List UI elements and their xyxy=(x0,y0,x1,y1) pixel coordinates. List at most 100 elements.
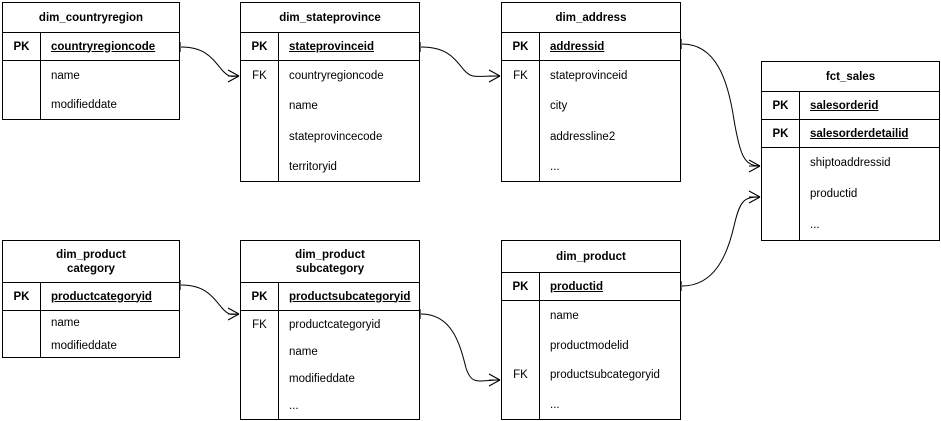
attribute-name: stateprovinceid xyxy=(289,40,374,53)
key-badge-empty xyxy=(3,61,40,91)
key-badge-empty xyxy=(241,338,278,365)
key-badge-empty xyxy=(502,331,539,361)
cardinality-many-marker xyxy=(227,69,240,83)
key-badge-empty xyxy=(3,335,40,359)
relationship-line xyxy=(420,46,501,77)
key-badge-empty xyxy=(502,91,539,121)
relationship-rel-product-fctsales[interactable] xyxy=(680,190,761,291)
entity-title: dim_countryregion xyxy=(3,3,179,33)
entity-title: dim_address xyxy=(502,3,680,33)
key-badge-pk: PK xyxy=(762,120,800,147)
relationship-rel-countryregion-stateprovince[interactable] xyxy=(179,42,240,83)
attribute-name: name xyxy=(51,316,80,329)
key-badge-empty xyxy=(762,209,799,240)
key-gutter xyxy=(762,148,800,240)
relationship-line xyxy=(681,43,761,167)
entity-title: dim_product subcategory xyxy=(241,241,419,283)
key-gutter: FK xyxy=(502,301,540,420)
attribute-name: stateprovinceid xyxy=(550,70,628,83)
relationship-rel-address-fctsales[interactable] xyxy=(680,39,761,173)
key-badge-fk: FK xyxy=(513,70,528,83)
key-badge-empty xyxy=(502,122,539,152)
attribute-name: ... xyxy=(550,399,560,412)
relationship-rel-stateprovince-address[interactable] xyxy=(419,42,501,83)
key-badge-pk: PK xyxy=(762,92,800,119)
key-badge-empty xyxy=(3,91,40,121)
attribute-list: countryregioncode name stateprovincecode te… xyxy=(279,61,419,182)
key-badge-pk: PK xyxy=(3,33,41,60)
attribute-name: salesorderdetailid xyxy=(810,127,909,140)
pk-row[interactable]: PK salesorderdetailid xyxy=(762,120,939,148)
attribute-group: name modifieddate xyxy=(3,61,179,120)
relationship-line xyxy=(681,196,761,287)
key-badge-empty xyxy=(502,152,539,182)
attribute-name: name xyxy=(51,69,80,82)
attribute-name: name xyxy=(289,345,318,358)
entity-title: dim_product category xyxy=(3,241,179,283)
key-badge-fk: FK xyxy=(513,369,528,382)
key-badge-empty xyxy=(241,152,278,182)
key-badge-empty xyxy=(762,179,799,210)
cardinality-many-marker xyxy=(748,190,761,204)
attribute-name: countryregioncode xyxy=(51,40,156,53)
relationship-rel-subcategory-product[interactable] xyxy=(419,309,501,387)
attribute-name: addressline2 xyxy=(550,130,616,143)
key-badge-fk: FK xyxy=(252,70,267,83)
key-badge-empty xyxy=(3,311,40,335)
cardinality-many-marker xyxy=(227,307,240,321)
key-gutter: FK xyxy=(241,311,279,420)
attribute-list: name modifieddate xyxy=(41,61,179,120)
relationship-line xyxy=(180,284,240,315)
attribute-name: productsubcategoryid xyxy=(550,369,660,382)
key-badge-empty xyxy=(241,122,278,152)
attribute-name: ... xyxy=(810,218,820,231)
attribute-name: modifieddate xyxy=(51,99,117,112)
attribute-name: modifieddate xyxy=(51,340,117,353)
attribute-name: name xyxy=(550,309,579,322)
cardinality-many-marker xyxy=(748,159,761,173)
pk-row[interactable]: PK stateprovinceid xyxy=(241,33,419,61)
attribute-name: stateprovincecode xyxy=(289,130,383,143)
attribute-name: productmodelid xyxy=(550,339,629,352)
key-badge-pk: PK xyxy=(502,273,540,300)
attribute-name: name xyxy=(289,100,318,113)
entity-title: fct_sales xyxy=(762,62,939,92)
key-badge-empty xyxy=(241,393,278,420)
key-badge-pk: PK xyxy=(241,33,279,60)
attribute-name: countryregioncode xyxy=(289,70,384,83)
key-gutter: FK xyxy=(502,61,540,182)
key-badge-empty xyxy=(241,91,278,121)
cardinality-many-marker xyxy=(488,69,501,83)
key-gutter: FK xyxy=(241,61,279,182)
key-badge-pk: PK xyxy=(3,283,41,310)
relationship-rel-productcategory-subcategory[interactable] xyxy=(179,280,240,321)
key-badge-empty xyxy=(762,148,799,179)
attribute-list: name productmodelid productsubcategoryid..… xyxy=(540,301,680,420)
cardinality-many-marker xyxy=(488,373,501,387)
attribute-name: territoryid xyxy=(289,160,337,173)
entity-title: dim_stateprovince xyxy=(241,3,419,33)
pk-row[interactable]: PK countryregioncode xyxy=(3,33,179,61)
key-gutter xyxy=(3,311,41,358)
key-gutter xyxy=(3,61,41,120)
attribute-name: ... xyxy=(550,160,560,173)
